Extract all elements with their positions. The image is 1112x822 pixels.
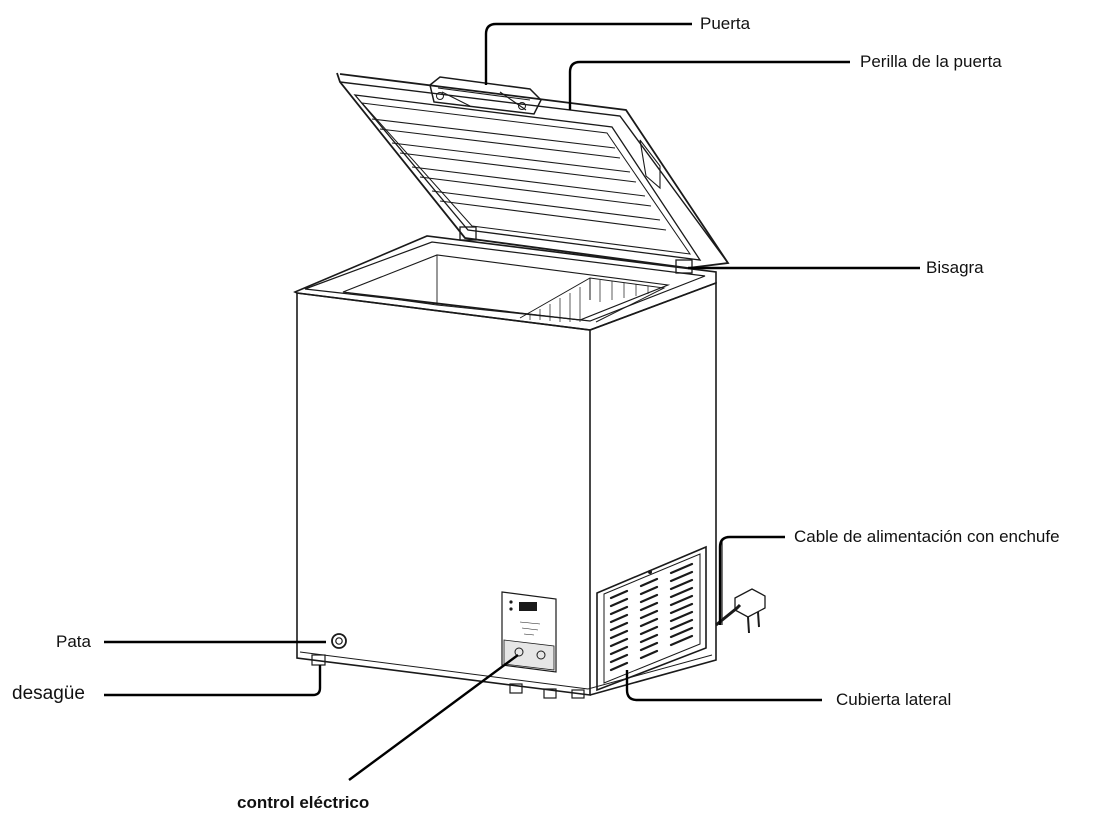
label-desague: desagüe xyxy=(12,683,85,704)
open-lid xyxy=(336,72,730,269)
label-bisagra: Bisagra xyxy=(926,258,984,277)
hinges xyxy=(459,226,693,274)
top-rim xyxy=(293,235,717,331)
leader-desague xyxy=(104,665,322,697)
freezer-body xyxy=(296,281,717,696)
lid-handle xyxy=(429,76,542,115)
label-pata: Pata xyxy=(56,632,91,651)
leader-cubierta xyxy=(625,670,822,702)
inner-basket xyxy=(519,277,666,323)
label-cubierta-lateral: Cubierta lateral xyxy=(836,690,952,709)
control-panel xyxy=(501,591,557,673)
label-perilla-de-la-puerta: Perilla de la puerta xyxy=(860,52,1002,71)
drain-plug xyxy=(331,633,347,649)
feet xyxy=(311,654,585,699)
label-cable-de-alimentacion: Cable de alimentación con enchufe xyxy=(794,527,1060,546)
power-cord-with-plug xyxy=(715,540,766,634)
leader-lines xyxy=(104,22,920,781)
leader-perilla xyxy=(568,60,850,110)
label-control-electrico: control eléctrico xyxy=(237,793,370,812)
leader-control xyxy=(348,654,519,781)
label-puerta: Puerta xyxy=(700,14,751,33)
leader-cable xyxy=(718,535,785,625)
side-vent-cover xyxy=(596,545,707,692)
lid-liner-ribs xyxy=(371,118,667,231)
leader-puerta xyxy=(484,22,692,85)
